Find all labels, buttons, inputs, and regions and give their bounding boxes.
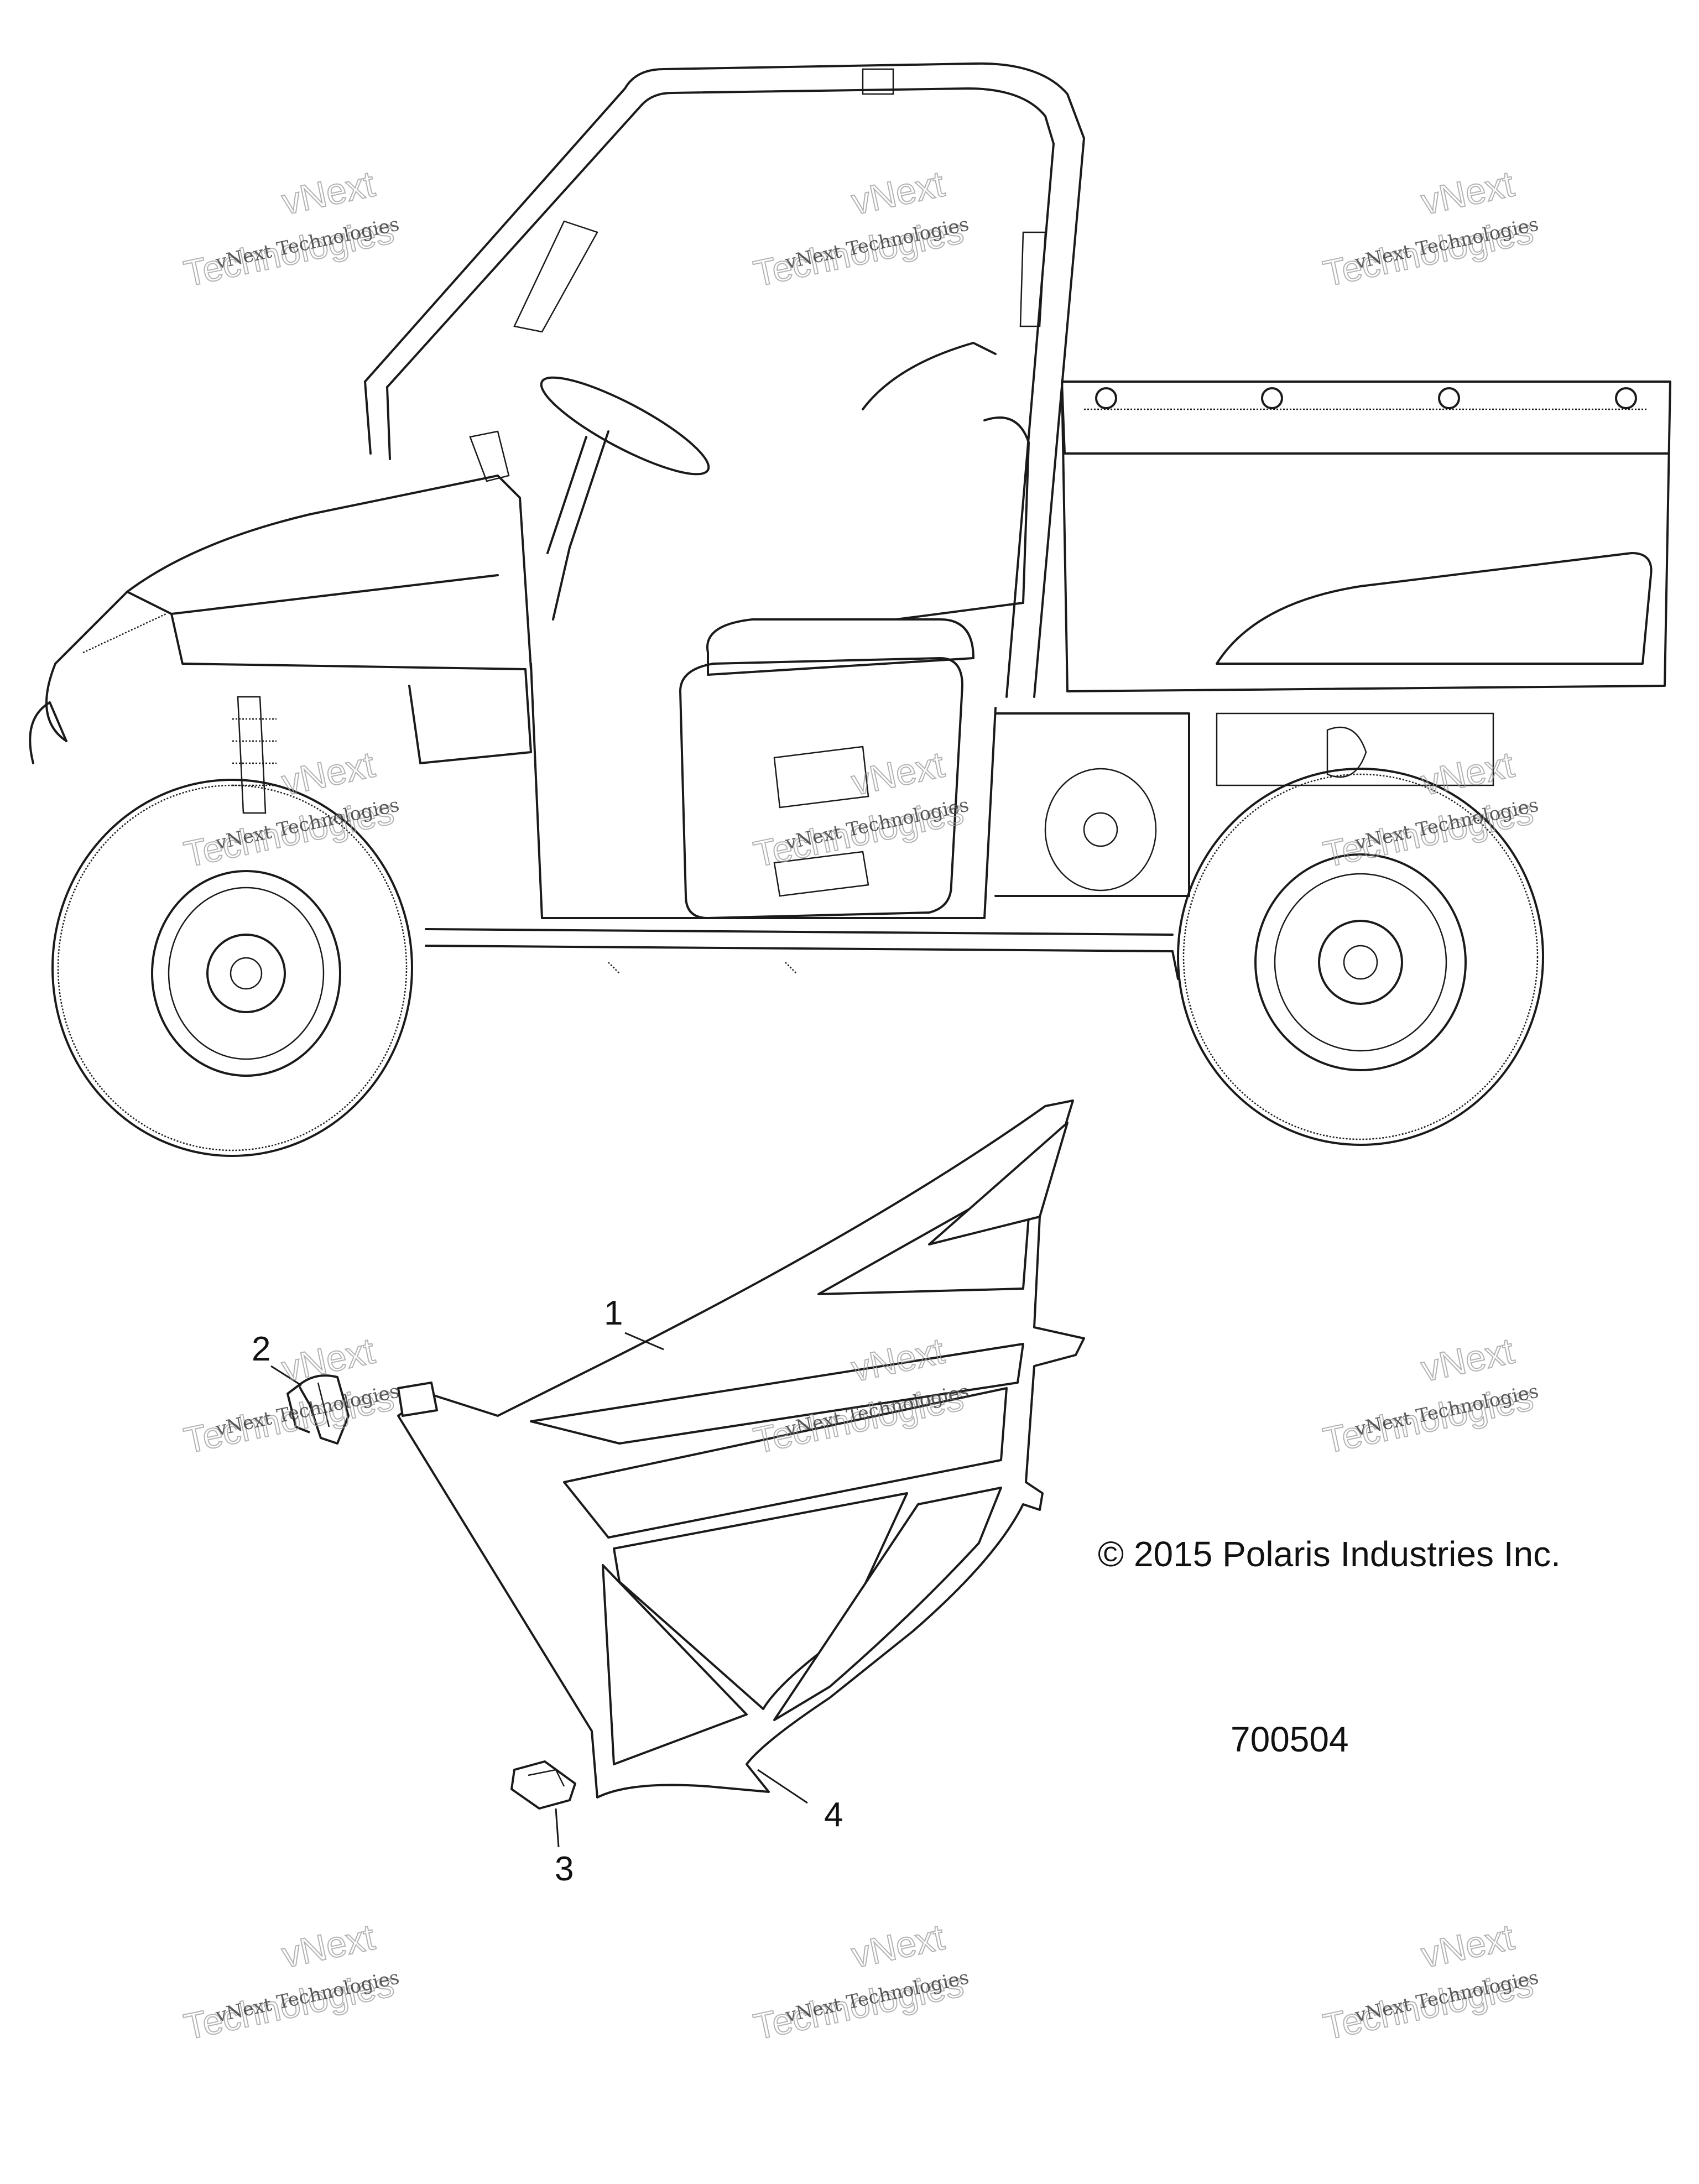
svg-text:vNext: vNext	[278, 744, 378, 803]
svg-text:vNext: vNext	[1417, 1916, 1517, 1975]
callout-2: 2	[252, 1330, 270, 1368]
svg-text:vNext: vNext	[848, 1916, 947, 1975]
watermark: vNext Technologies vNext Technologies	[180, 163, 401, 295]
svg-text:vNext: vNext	[1417, 1330, 1517, 1389]
callout-leaders	[270, 1332, 808, 1848]
svg-text:vNext: vNext	[278, 163, 378, 222]
watermark: vNext Technologies vNext Technologies	[749, 163, 971, 295]
callout-3: 3	[555, 1850, 574, 1888]
svg-text:vNext: vNext	[848, 163, 947, 222]
watermark: vNext Technologies vNext Technologies	[1319, 1916, 1540, 2048]
watermark: vNext Technologies vNext Technologies	[1319, 163, 1540, 295]
door-net-frame	[397, 1099, 1085, 1799]
watermark: vNext Technologies vNext Technologies	[180, 1916, 401, 2048]
svg-text:vNext: vNext	[278, 1330, 378, 1389]
vehicle-illustration	[29, 62, 1671, 1157]
copyright-notice: © 2015 Polaris Industries Inc.	[1098, 1534, 1561, 1574]
part-3-fastener	[510, 1760, 576, 1810]
callout-4: 4	[824, 1796, 843, 1834]
watermark: vNext Technologies vNext Technologies	[1319, 1330, 1540, 1462]
svg-text:vNext: vNext	[278, 1916, 378, 1975]
svg-text:vNext: vNext	[1417, 744, 1517, 803]
part-2-clip	[286, 1374, 350, 1445]
watermark: vNext Technologies vNext Technologies	[749, 1916, 971, 2048]
callout-1: 1	[604, 1294, 623, 1332]
watermarks: vNext Technologies vNext Technologies vN…	[180, 163, 1540, 2048]
watermark: vNext Technologies vNext Technologies	[1319, 743, 1540, 875]
svg-text:vNext: vNext	[1417, 163, 1517, 222]
diagram-number: 700504	[1231, 1719, 1349, 1759]
